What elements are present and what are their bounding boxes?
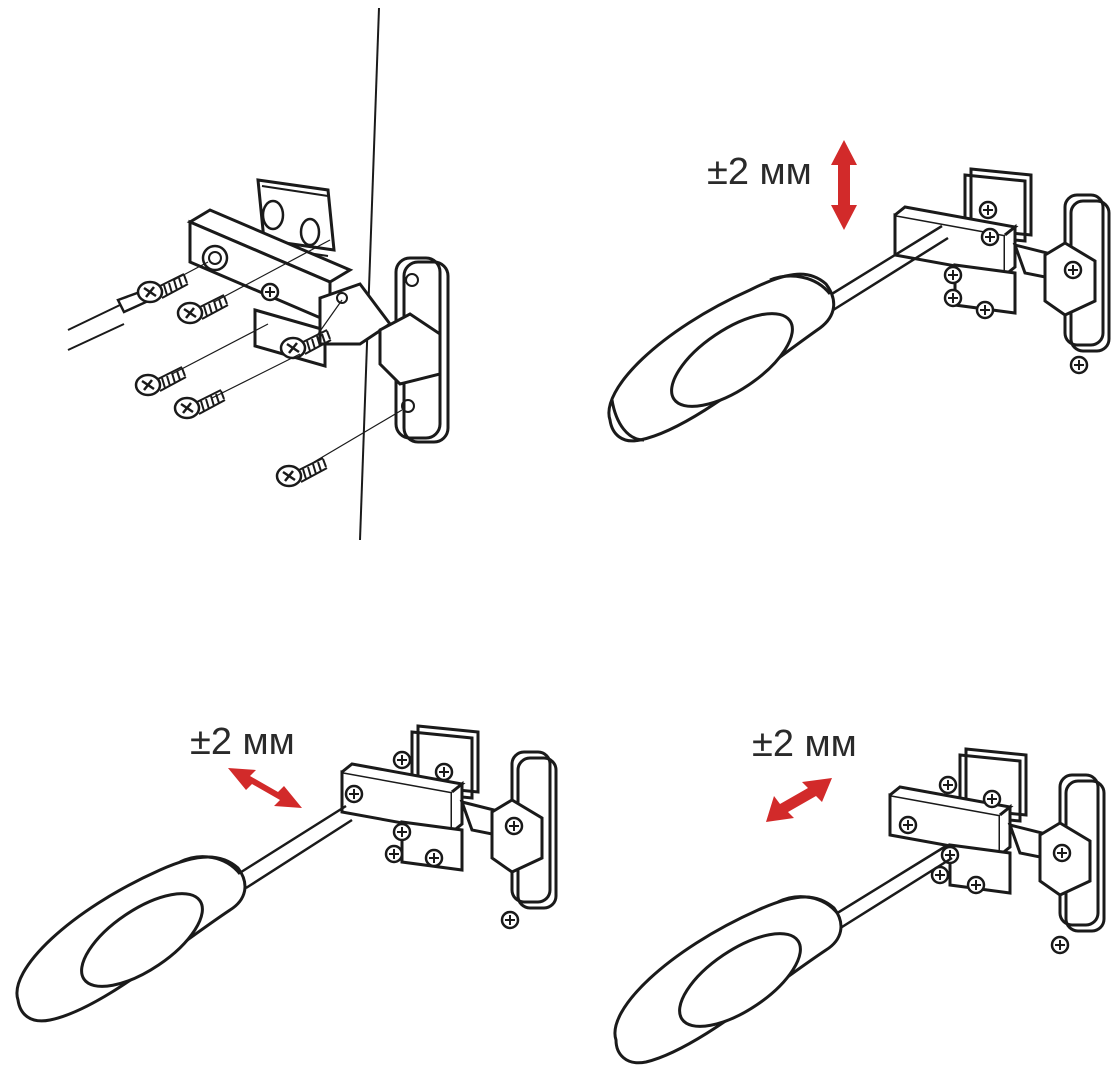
adjustment-label-depth: ±2 мм xyxy=(190,721,295,763)
panel-adjust-depth xyxy=(15,724,558,1023)
hinge-icon xyxy=(893,167,1111,375)
diagonal-double-arrow-icon xyxy=(766,778,832,822)
adjustment-label-side: ±2 мм xyxy=(752,723,857,765)
panel-adjust-side xyxy=(613,747,1106,1065)
hinge-icon xyxy=(186,178,450,444)
screwdriver-icon xyxy=(613,844,953,1065)
panel-adjust-vertical xyxy=(607,140,1111,443)
screwdriver-icon xyxy=(15,804,353,1023)
screwdriver-bit-icon xyxy=(67,290,148,351)
adjustment-label-vertical: ±2 мм xyxy=(707,151,812,193)
hinge-icon xyxy=(888,747,1106,955)
panel-mounting xyxy=(67,7,450,541)
hinge-icon xyxy=(340,724,558,930)
cabinet-wall-line xyxy=(359,7,380,541)
screwdriver-icon xyxy=(607,224,949,443)
diagonal-double-arrow-icon xyxy=(228,768,302,808)
vertical-double-arrow-icon xyxy=(831,140,857,230)
guide-lines xyxy=(171,239,403,463)
